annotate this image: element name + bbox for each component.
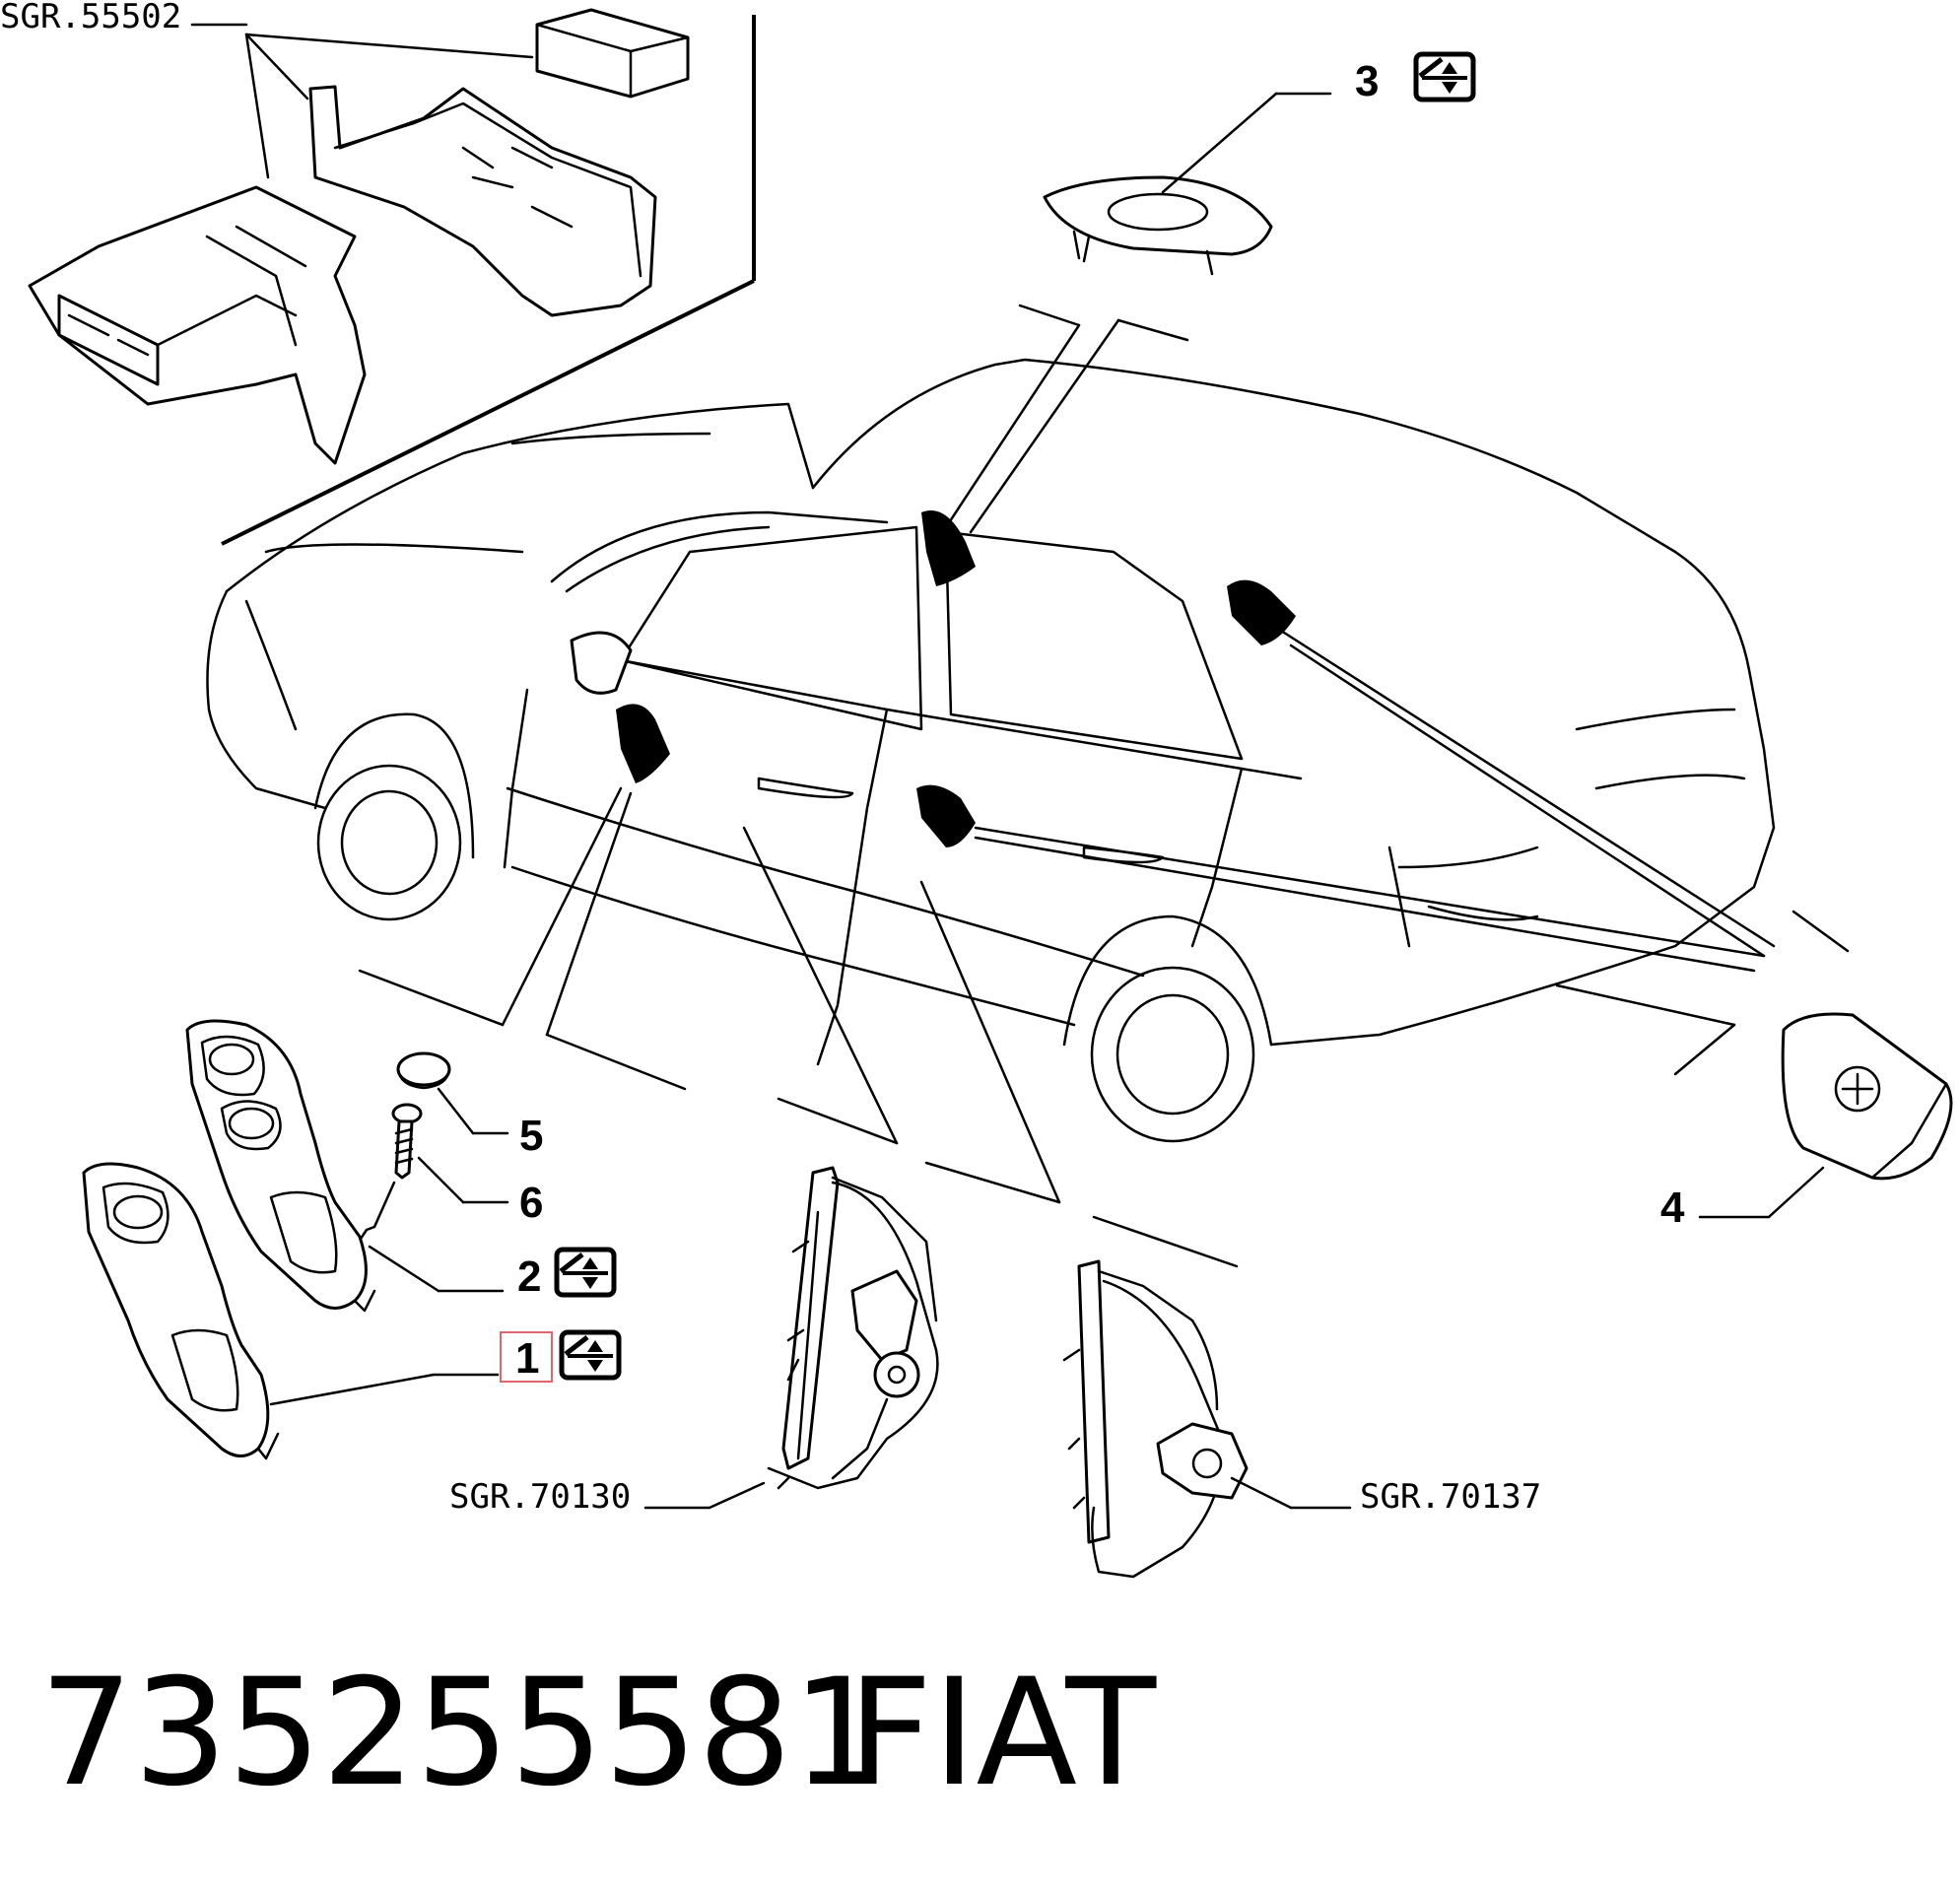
window-regulator-rear — [1062, 1259, 1352, 1579]
part-5-cap — [396, 1051, 509, 1135]
ref-sgr-top: SGR.55502 — [0, 0, 181, 36]
window-switch-icon — [557, 1250, 614, 1295]
callout-1: 1 — [515, 1334, 539, 1383]
callout-2: 2 — [517, 1252, 541, 1301]
callout-4: 4 — [1660, 1184, 1685, 1232]
window-regulator-front — [643, 1166, 939, 1510]
window-switch-icon — [1416, 54, 1473, 100]
brand-name: FIAT — [847, 1648, 1157, 1819]
control-unit-inset — [28, 8, 756, 546]
ref-sgr-right: SGR.70137 — [1360, 1477, 1541, 1517]
part-1-switch-panel — [82, 1162, 500, 1460]
part-2-switch-panel — [185, 1019, 505, 1313]
part-4-rear-switch — [1698, 1012, 1953, 1219]
switch-locations — [616, 510, 1296, 847]
callout-6: 6 — [519, 1179, 543, 1227]
callout-5: 5 — [519, 1112, 543, 1160]
part-6-screw — [333, 1103, 509, 1283]
car-body — [206, 358, 1776, 1143]
leader-lines — [358, 304, 1850, 1268]
callout-1-highlight — [500, 1331, 553, 1383]
part-3-roof-switch — [1043, 92, 1332, 276]
window-switch-icon — [562, 1332, 619, 1378]
ref-sgr-left: SGR.70130 — [449, 1477, 631, 1517]
callout-3: 3 — [1355, 57, 1379, 105]
part-number: 735255581 — [39, 1648, 886, 1819]
